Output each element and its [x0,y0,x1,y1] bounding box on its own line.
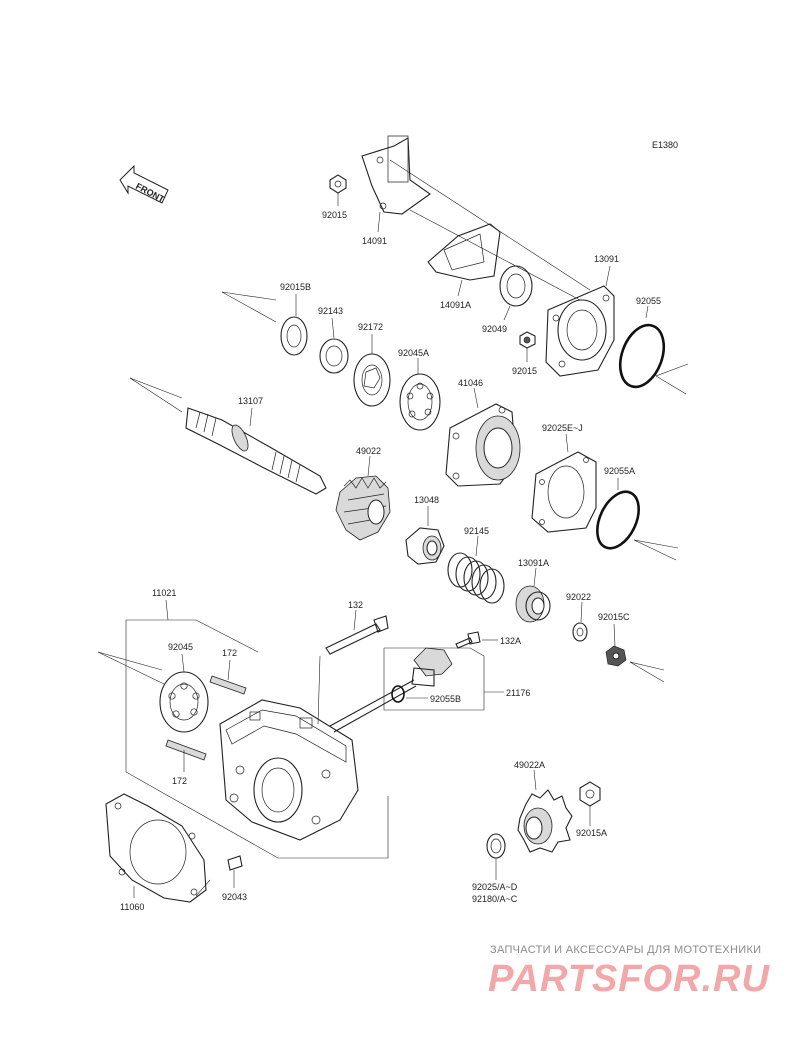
watermark-logo: PARTSFOR.RU [488,958,770,1000]
label-92055: 92055 [636,296,661,306]
gear-49022 [335,475,391,541]
nut-92015C [605,645,627,667]
label-92015A: 92015A [576,828,607,838]
collar-92143 [319,338,349,374]
stud-172-top [209,675,247,695]
spring-92145 [447,552,505,604]
washer-92022 [572,622,588,642]
label-92049: 92049 [482,324,507,334]
label-92172: 92172 [358,322,383,332]
label-92045: 92045 [168,642,193,652]
label-21176: 21176 [506,688,530,698]
flange-41046 [445,403,521,487]
collar-13091A [515,585,551,623]
o-ring-92055 [618,323,666,389]
label-49022: 49022 [356,446,381,456]
label-92015-top: 92015 [322,210,347,220]
bearing-92045 [159,671,209,733]
dowel-92043 [227,855,243,871]
label-172-bottom: 172 [172,776,187,786]
label-92043: 92043 [222,892,247,902]
shaft-13107 [185,407,327,495]
label-92025EJ: 92025E~J [542,423,583,433]
label-41046: 41046 [458,378,483,388]
watermark-caption: ЗАПЧАСТИ И АКСЕССУАРЫ ДЛЯ МОТОТЕХНИКИ [490,944,762,956]
label-11060: 11060 [120,902,144,912]
bolt-132 [325,615,389,655]
shim-92025AD [486,833,506,859]
housing-13091 [545,285,615,377]
gear-49022A [517,789,573,853]
label-92143: 92143 [318,306,343,316]
nut-92015-top [329,174,347,194]
label-92015C: 92015C [598,612,630,622]
label-92022: 92022 [566,592,591,602]
bearing-92045A [399,373,441,431]
o-ring-92055A [596,490,640,550]
label-13091A: 13091A [518,558,549,568]
guard-14091A [427,223,501,281]
stud-172-bottom [165,739,207,761]
front-arrow-icon: FRONT [119,164,169,205]
label-92045A: 92045A [398,348,429,358]
label-14091A: 14091A [440,300,471,310]
label-92015B: 92015B [280,282,311,292]
o-ring-92055B [391,685,405,703]
label-92180AC: 92180/A~C [472,894,518,904]
seal-92015B [280,316,308,356]
label-13107: 13107 [238,396,263,406]
diagram-code: E1380 [652,140,678,150]
nut-92015A [579,781,601,807]
label-132A: 132A [500,636,521,646]
bearing-92172 [353,353,391,407]
label-11021: 11021 [152,588,176,598]
bearing-92049 [499,265,533,307]
label-92055A: 92055A [604,466,635,476]
nut-92015-mid [519,331,536,349]
label-13048: 13048 [414,495,439,505]
gasket-11060 [105,793,207,903]
bracket-14091 [361,135,431,215]
label-92015-mid: 92015 [512,366,537,376]
label-132: 132 [348,600,363,610]
label-92145: 92145 [464,526,489,536]
coupling-13048 [405,527,445,565]
label-172-top: 172 [222,648,237,658]
label-14091: 14091 [362,236,387,246]
shift-lever-21176 [329,647,453,733]
label-92025AD: 92025/A~D [472,882,518,892]
gasket-92025EJ [531,451,597,533]
label-49022A: 49022A [514,760,545,770]
label-13091: 13091 [594,254,619,264]
bolt-132A [455,631,481,649]
label-92055B: 92055B [430,694,461,704]
case-11021 [219,699,359,841]
